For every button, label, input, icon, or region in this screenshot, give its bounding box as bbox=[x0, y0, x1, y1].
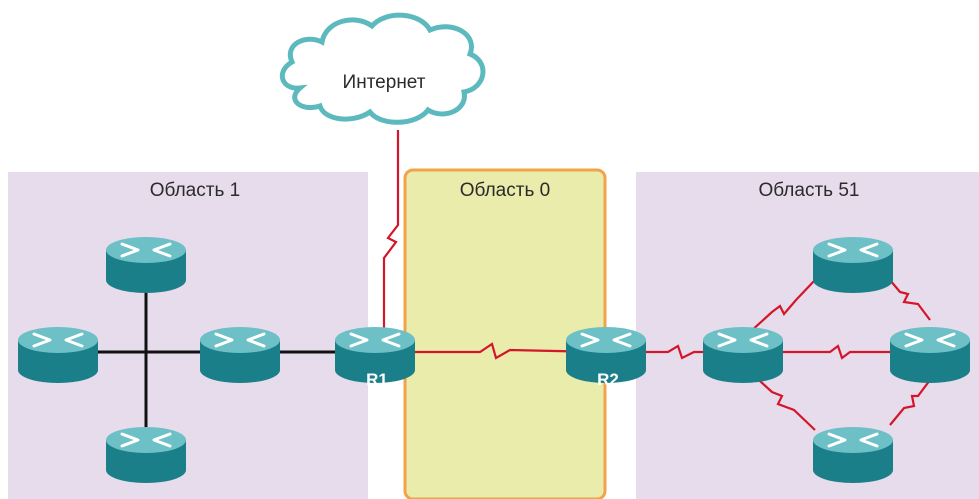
serial-links bbox=[382, 130, 931, 431]
router-r2-label: R2 bbox=[597, 370, 619, 389]
area-0-label: Область 0 bbox=[460, 180, 550, 201]
router-icon bbox=[104, 425, 188, 485]
router-icon bbox=[104, 235, 188, 295]
internet-label: Интернет bbox=[343, 72, 426, 93]
router-icon bbox=[811, 425, 895, 485]
router-icon bbox=[811, 235, 895, 295]
router-icon bbox=[888, 325, 972, 385]
area-51-label: Область 51 bbox=[759, 180, 860, 201]
router-r1-label: R1 bbox=[366, 370, 388, 389]
router-icon bbox=[198, 325, 282, 385]
area-1-label: Область 1 bbox=[150, 180, 240, 201]
router-icon bbox=[701, 325, 785, 385]
cloud-icon bbox=[279, 12, 486, 125]
router-icon bbox=[16, 325, 100, 385]
